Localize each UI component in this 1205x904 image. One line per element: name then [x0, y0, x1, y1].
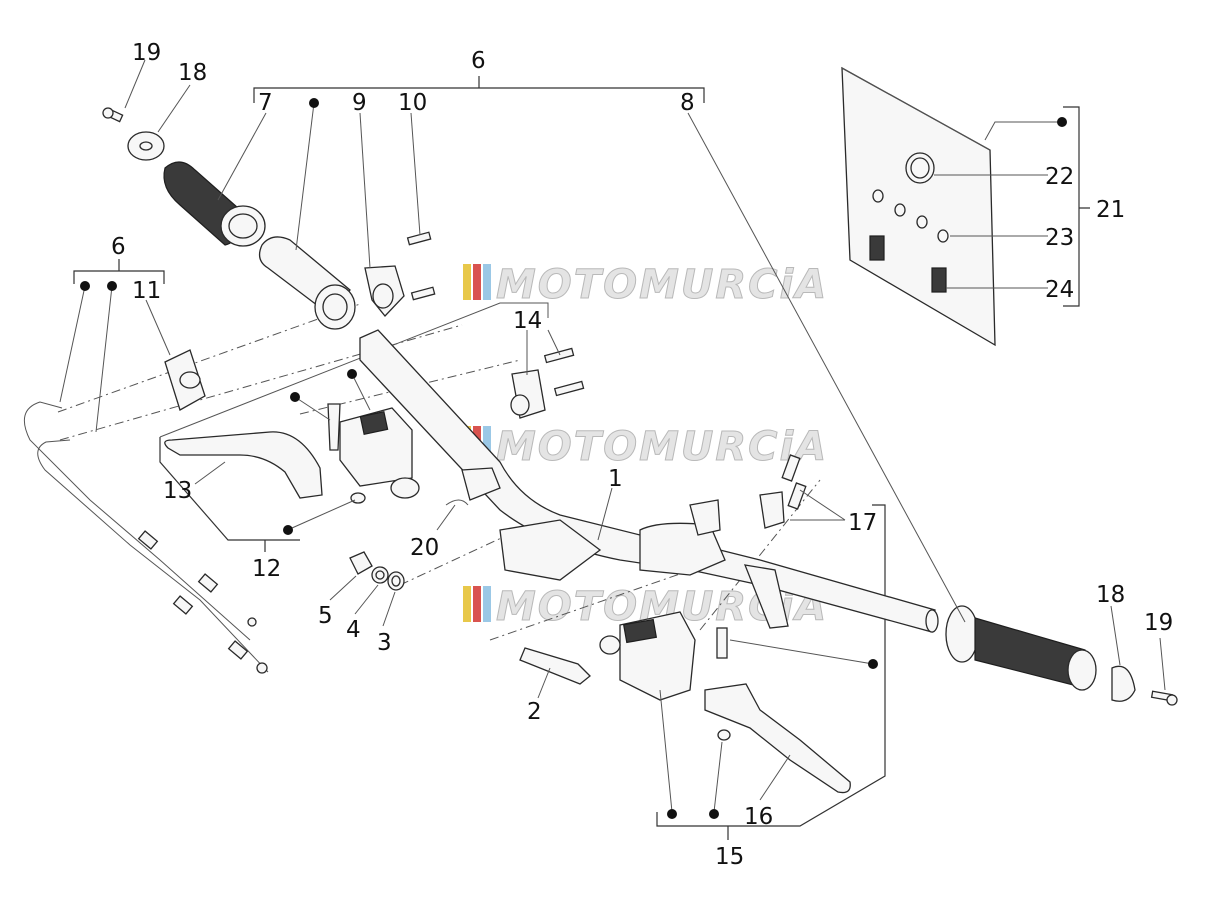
nut-lever-left — [350, 492, 366, 504]
cable-holder-11 — [164, 349, 206, 411]
switch-mount-14 — [510, 347, 585, 419]
callout-4: 4 — [346, 617, 361, 643]
callout-20: 20 — [410, 535, 439, 561]
callout-12: 12 — [252, 556, 281, 582]
circlip-20 — [445, 499, 469, 506]
axis-line-2 — [59, 324, 463, 441]
callout-6-top: 6 — [471, 48, 486, 74]
callout-1: 1 — [608, 466, 623, 492]
lever-16-right — [704, 683, 851, 794]
callout-16: 16 — [744, 804, 773, 830]
callout-3: 3 — [377, 630, 392, 656]
callout-2: 2 — [527, 699, 542, 725]
bracket-15 — [656, 504, 886, 840]
callout-21: 21 — [1096, 197, 1125, 223]
callout-8: 8 — [680, 90, 695, 116]
svg-text:MOTOMURCiA: MOTOMURCiA — [496, 262, 828, 308]
screw-19-left — [102, 107, 124, 123]
nut-5 — [349, 551, 373, 575]
bolts-17 — [759, 454, 807, 529]
nut-right-lever — [717, 729, 731, 741]
clamp-9 — [364, 265, 405, 317]
grip-7-left — [163, 161, 266, 247]
callout-19-left: 19 — [132, 40, 161, 66]
svg-text:MOTOMURCiA: MOTOMURCiA — [496, 424, 828, 470]
callout-7: 7 — [258, 90, 273, 116]
watermark-1: MOTOMURCiA — [463, 262, 828, 309]
lever-13-left — [164, 431, 323, 499]
kit-21-bag — [841, 66, 996, 347]
callout-17: 17 — [848, 510, 877, 536]
callout-18-right: 18 — [1096, 582, 1125, 608]
bracket-12 — [159, 437, 300, 552]
callout-14: 14 — [513, 308, 542, 334]
bracket-6-left — [73, 259, 165, 284]
handlebar-1 — [359, 329, 939, 633]
bolt-right-cylinder — [716, 627, 728, 659]
callout-10: 10 — [398, 90, 427, 116]
throttle-cables — [23, 401, 269, 674]
screws-10 — [406, 231, 436, 301]
axis-line-6 — [699, 479, 821, 631]
bracket-12-top — [159, 302, 549, 438]
callout-13: 13 — [163, 478, 192, 504]
callout-24: 24 — [1045, 277, 1074, 303]
grip-8-right — [945, 605, 1097, 691]
callout-15: 15 — [715, 844, 744, 870]
callout-18-left: 18 — [178, 60, 207, 86]
callout-9: 9 — [352, 90, 367, 116]
end-cap-18-left — [127, 131, 165, 161]
callout-11: 11 — [132, 278, 161, 304]
bolt-2 — [519, 647, 591, 685]
bracket-21 — [1063, 106, 1090, 307]
callout-19-right: 19 — [1144, 610, 1173, 636]
reference-dots — [80, 98, 1067, 819]
washer-4 — [371, 566, 389, 584]
callout-5: 5 — [318, 603, 333, 629]
end-cap-18-right — [1111, 665, 1136, 702]
callout-22: 22 — [1045, 164, 1074, 190]
master-cylinder-left — [327, 403, 420, 499]
bracket-6-top — [253, 76, 705, 103]
callout-6-left: 6 — [111, 234, 126, 260]
watermark-2: MOTOMURCiA — [463, 424, 828, 471]
master-cylinder-right — [599, 611, 696, 701]
throttle-sleeve — [258, 236, 356, 330]
leader-lines — [59, 59, 1166, 813]
axis-line-1 — [57, 303, 361, 413]
screw-19-right — [1150, 690, 1178, 706]
axis-line-5 — [489, 559, 721, 641]
washer-3 — [387, 571, 405, 591]
callout-23: 23 — [1045, 225, 1074, 251]
